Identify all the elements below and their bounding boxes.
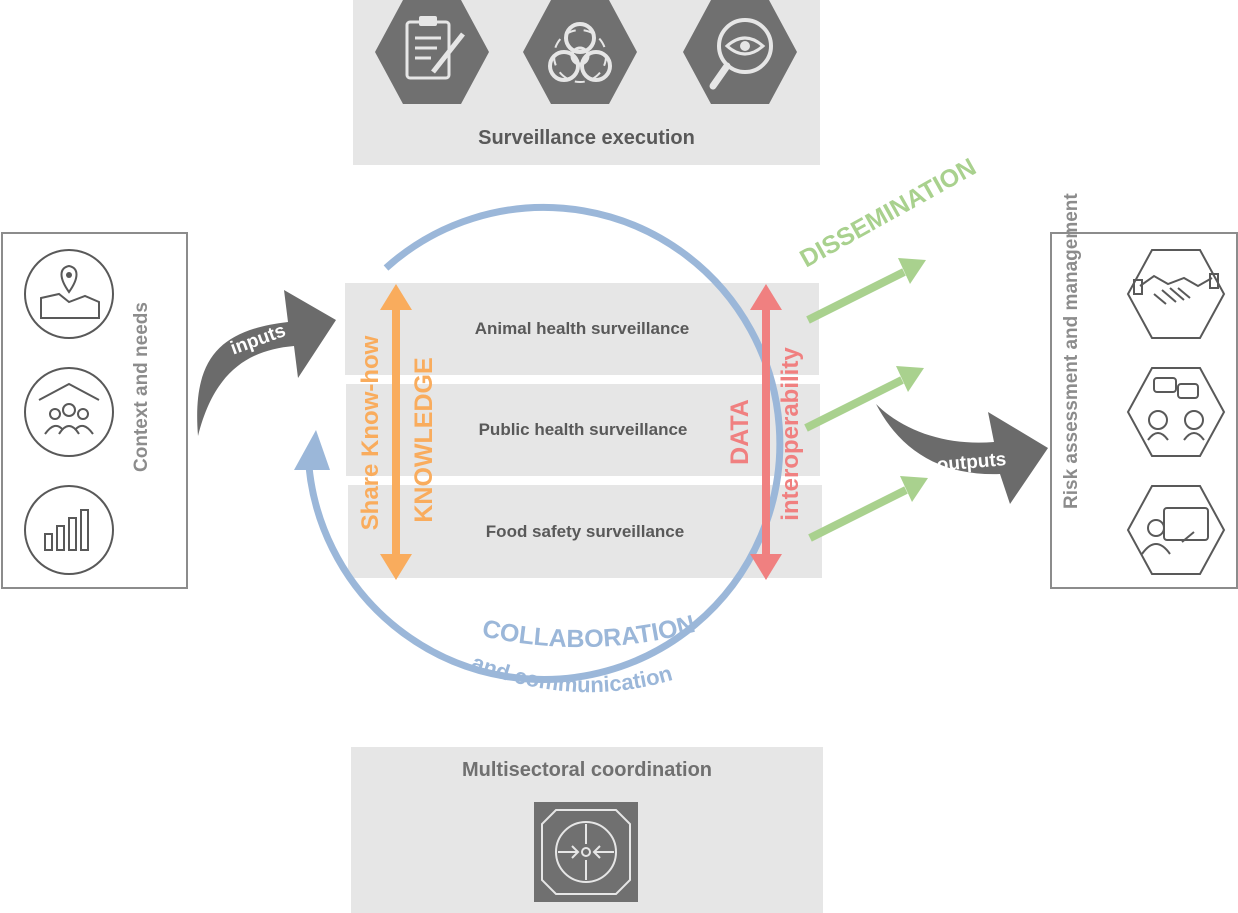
context-icons	[24, 249, 114, 575]
map-pin-icon	[24, 249, 114, 339]
outputs-arrow	[876, 404, 1048, 504]
multisectoral-coordination-panel: Multisectoral coordination	[351, 747, 823, 913]
magnifier-eye-icon	[683, 0, 797, 104]
knowledge-label: KNOWLEDGE	[410, 357, 438, 522]
share-knowhow-label: Share Know-how	[357, 335, 384, 530]
handshake-icon	[1126, 249, 1226, 339]
surveillance-execution-title: Surveillance execution	[478, 127, 695, 149]
biohazard-icon	[523, 0, 637, 104]
band-food-safety: Food safety surveillance	[348, 485, 822, 578]
presentation-icon	[1126, 485, 1226, 575]
knowledge-arrow	[380, 284, 412, 580]
band-animal-health-label: Animal health surveillance	[474, 319, 690, 338]
band-public-health: Public health surveillance	[346, 384, 820, 476]
inputs-arrow	[197, 290, 336, 436]
interoperability-label: interoperability	[777, 347, 804, 521]
data-arrow	[750, 284, 782, 580]
dissemination-label: DISSEMINATION	[795, 153, 981, 273]
clipboard-icon	[375, 0, 489, 104]
surveillance-icons	[375, 0, 797, 104]
surveillance-execution-panel: Surveillance execution	[353, 0, 820, 165]
context-needs-panel: Context and needs	[1, 232, 188, 589]
band-animal-health: Animal health surveillance	[345, 283, 819, 375]
multisectoral-coordination-title: Multisectoral coordination	[461, 759, 713, 781]
band-food-safety-label: Food safety surveillance	[485, 521, 685, 541]
band-public-health-label: Public health surveillance	[478, 420, 688, 439]
risk-icons	[1126, 249, 1226, 575]
bar-chart-icon	[24, 485, 114, 575]
risk-assessment-panel: Risk assessment and management	[1050, 193, 1238, 589]
dissemination-arrows	[804, 258, 928, 542]
convergence-icon	[534, 802, 638, 902]
community-icon	[24, 367, 114, 457]
collaboration-circle	[294, 204, 784, 683]
data-label: DATA	[726, 399, 754, 465]
discussion-icon	[1126, 367, 1226, 457]
